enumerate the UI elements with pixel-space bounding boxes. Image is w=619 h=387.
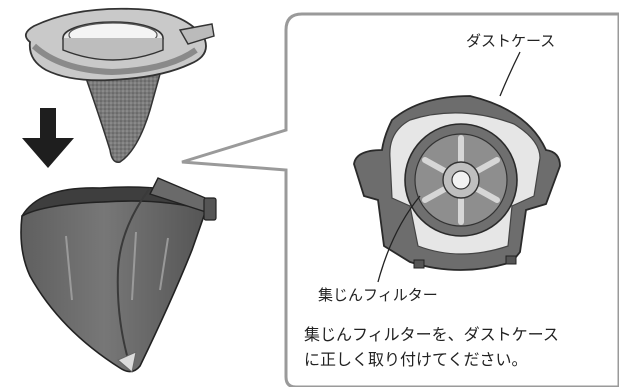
instruction-line-2: に正しく取り付けてください。 <box>304 350 528 369</box>
down-arrow-icon <box>22 108 74 168</box>
instruction-line-1: 集じんフィルターを、ダストケース <box>304 325 559 344</box>
dust-case-leader <box>499 51 521 97</box>
dust-filter-part <box>24 7 215 163</box>
dust-case-cup <box>20 177 217 373</box>
dust-case-top-view <box>353 95 561 271</box>
dust-case-label: ダストケース <box>466 32 556 50</box>
dust-filter-label: 集じんフィルター <box>318 286 438 304</box>
instruction-note: 集じんフィルターを、ダストケース に正しく取り付けてください。 <box>304 322 559 372</box>
dust-filter-leader <box>377 195 421 283</box>
